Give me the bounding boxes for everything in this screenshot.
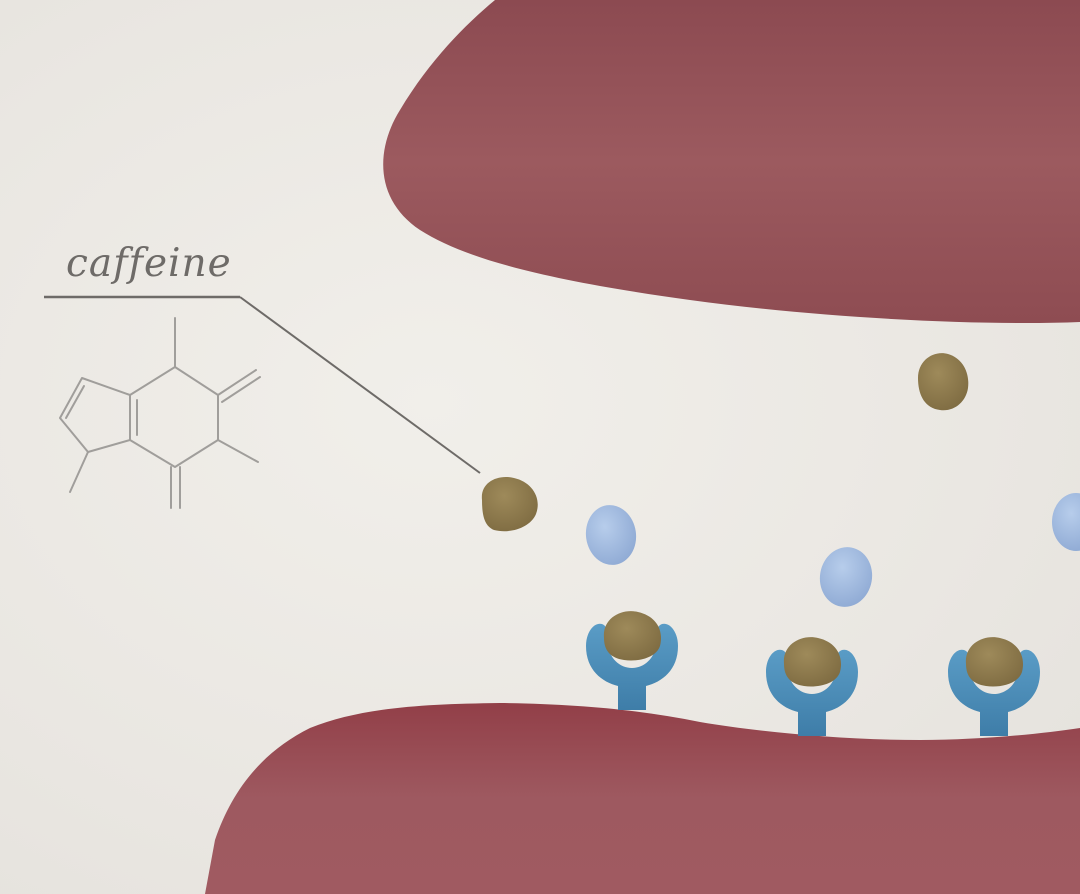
caffeine-label: caffeine <box>66 241 232 286</box>
bound-caffeine-molecule <box>783 637 842 687</box>
presynaptic-neuron <box>383 0 1080 324</box>
adenosine-molecule <box>585 505 637 565</box>
adenosine-molecule <box>819 547 873 607</box>
adenosine-receptor <box>766 637 858 736</box>
caffeine-structure <box>59 317 261 509</box>
adenosine-receptor <box>586 611 678 710</box>
adenosine-receptor <box>948 637 1040 736</box>
bound-caffeine-molecule <box>603 611 662 661</box>
caffeine-molecule <box>918 353 969 411</box>
label-pointer-line <box>239 296 481 474</box>
bound-caffeine-molecule <box>965 637 1024 687</box>
caffeine-molecule <box>481 476 538 532</box>
adenosine-molecule <box>1052 493 1080 551</box>
postsynaptic-neuron <box>205 703 1080 894</box>
